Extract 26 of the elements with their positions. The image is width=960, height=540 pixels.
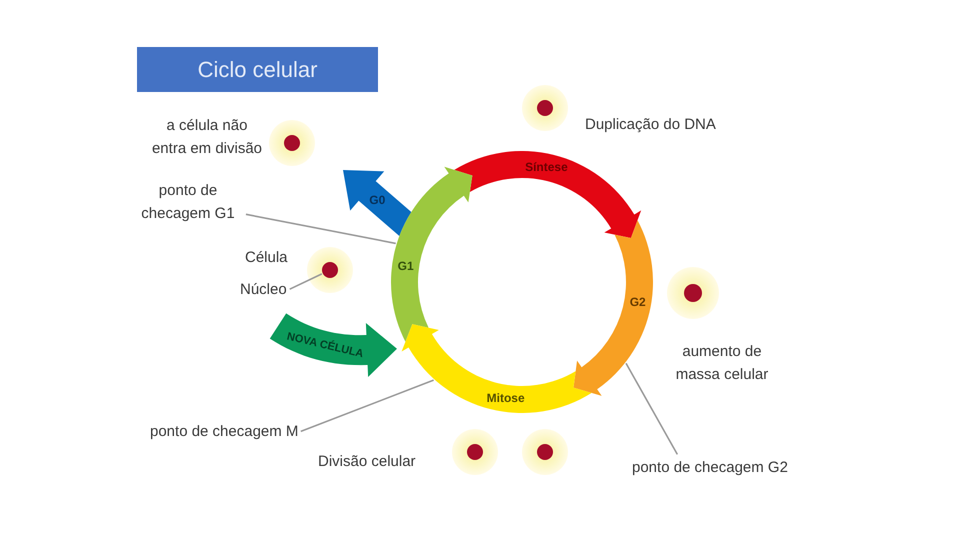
caption-text: Divisão celular xyxy=(318,452,416,472)
phase-label: G1 xyxy=(398,258,414,273)
phase-label: G2 xyxy=(630,295,646,310)
phase-label: G0 xyxy=(369,192,386,207)
title-banner: Ciclo celular xyxy=(137,47,378,92)
phase-segment xyxy=(391,166,473,342)
arrow-label: NOVA CÉLULA xyxy=(285,330,364,362)
leader-line xyxy=(289,273,322,290)
callout-text: ponto de checagem M xyxy=(150,421,298,444)
phase-label: Mitose xyxy=(486,391,525,406)
callout-text: Núcleo xyxy=(240,279,287,302)
branch-segment xyxy=(343,170,412,236)
caption-text: a célula não entra em divisão xyxy=(150,116,264,158)
caption-text: aumento de massa celular xyxy=(674,342,770,384)
caption-text: Célula xyxy=(245,248,288,268)
phase-segment xyxy=(401,324,592,413)
phase-segment xyxy=(573,220,653,396)
leader-line xyxy=(625,362,678,455)
caption-text: Duplicação do DNA xyxy=(585,115,716,135)
callout-text: ponto de checagem G1 xyxy=(133,180,243,225)
callout-text: ponto de checagem G2 xyxy=(632,457,788,480)
phase-label: Síntese xyxy=(525,160,568,174)
entry-arrow xyxy=(269,313,397,377)
phase-segment xyxy=(454,151,642,238)
leader-line xyxy=(246,214,396,244)
leader-line xyxy=(300,379,434,432)
